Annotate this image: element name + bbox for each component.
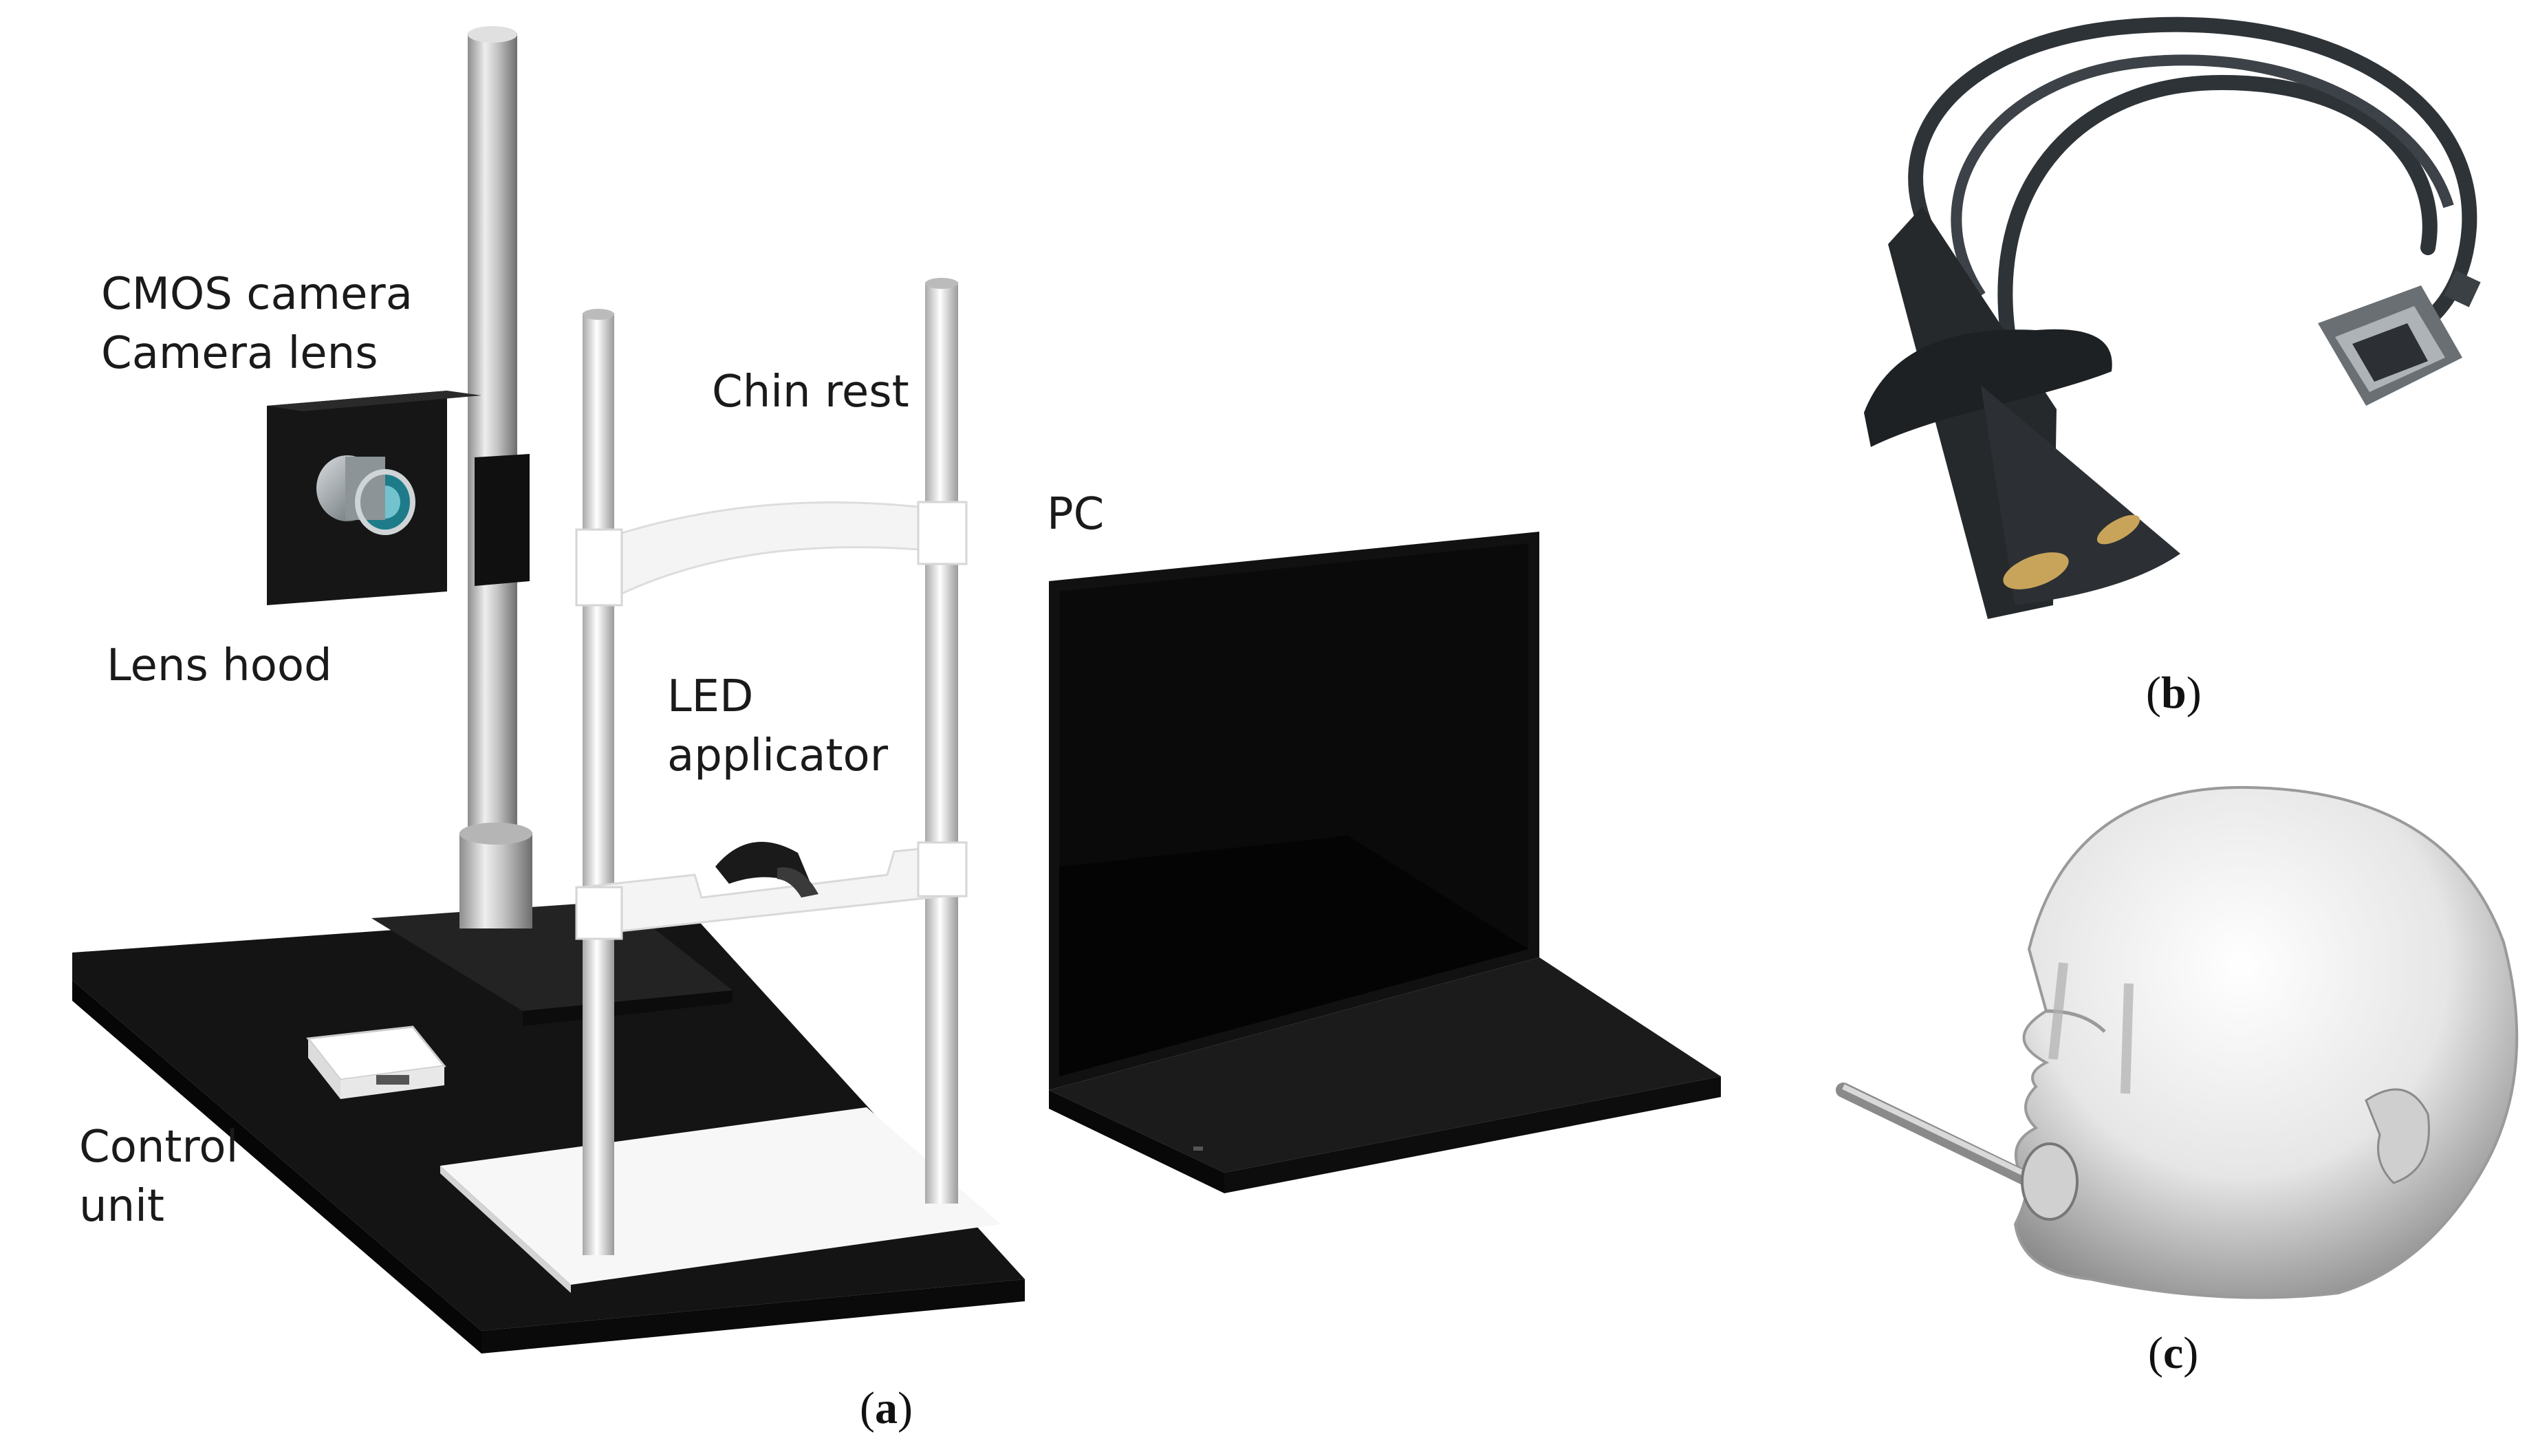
label-cmos-camera: CMOS camera — [101, 269, 413, 320]
label-chin-rest: Chin rest — [712, 367, 909, 417]
label-led-line1: LED — [667, 671, 754, 722]
chin-rest-bar — [575, 501, 968, 607]
label-control-line1: Control — [79, 1122, 239, 1173]
label-camera-lens: Camera lens — [101, 328, 378, 379]
caption-c: (c) — [2148, 1328, 2199, 1378]
dsub-connector — [2318, 270, 2481, 406]
caption-b: (b) — [2146, 668, 2202, 718]
applicator-head — [1864, 206, 2180, 619]
caption-a: (a) — [860, 1383, 913, 1433]
camera-lens — [316, 455, 415, 535]
applicator-probe — [1836, 1083, 2057, 1197]
chin-rest-rod-right — [925, 282, 958, 1204]
panel-c-head-model — [1836, 785, 2519, 1299]
white-platform — [440, 1107, 1001, 1285]
cmos-camera-body — [267, 391, 530, 605]
label-control-line2: unit — [79, 1181, 164, 1232]
chin-rest-rod-left — [583, 313, 614, 1255]
head-model — [2013, 785, 2519, 1299]
led-applicator-bracket — [575, 841, 968, 940]
cable — [1908, 17, 2477, 379]
label-pc: PC — [1047, 489, 1105, 540]
panel-b-led-applicator-photo — [1864, 17, 2481, 619]
control-unit-box — [306, 1025, 446, 1099]
pc-laptop — [1049, 532, 1721, 1193]
label-led-line2: applicator — [667, 730, 888, 781]
ear — [2365, 1088, 2430, 1184]
lip-shield — [2021, 1142, 2079, 1221]
panel-a-setup — [72, 26, 1721, 1354]
label-lens-hood: Lens hood — [107, 640, 332, 691]
